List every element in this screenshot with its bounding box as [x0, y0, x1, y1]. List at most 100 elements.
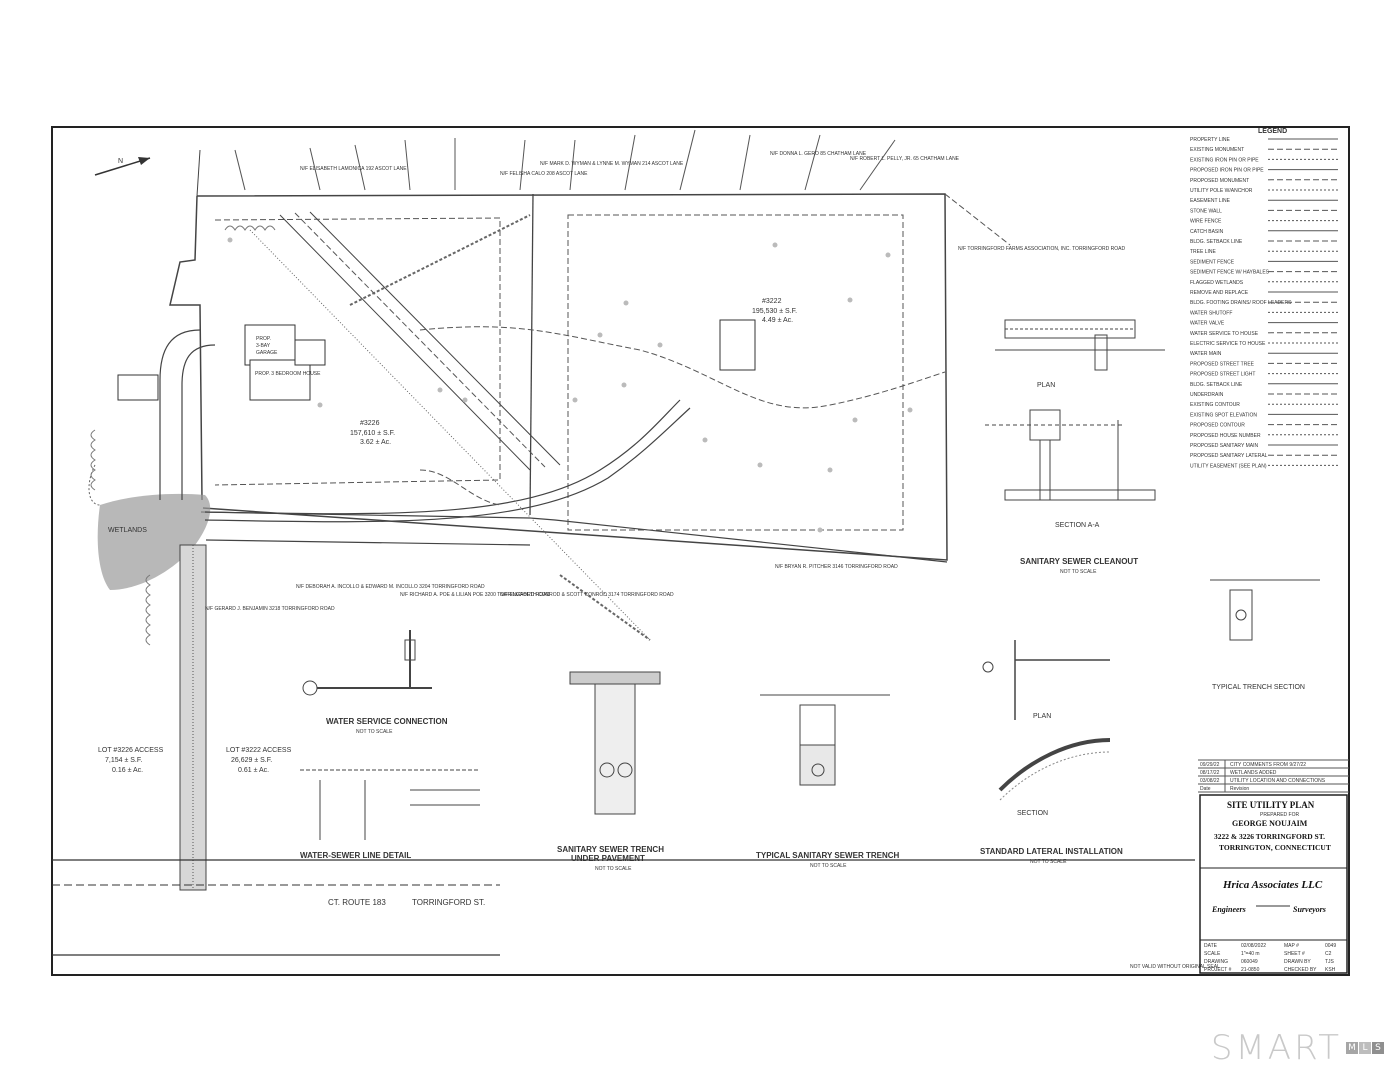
legend-item-label: FLAGGED WETLANDS [1190, 280, 1244, 286]
svg-text:Revision: Revision [1230, 786, 1249, 792]
svg-text:SANITARY SEWER CLEANOUT: SANITARY SEWER CLEANOUT [1020, 557, 1138, 566]
detail-water-sewer-line: WATER-SEWER LINE DETAIL [300, 769, 480, 860]
svg-text:CT. ROUTE 183: CT. ROUTE 183 [328, 898, 386, 907]
svg-text:N/F FELISHA CALO 208 ASCOT LAN: N/F FELISHA CALO 208 ASCOT LANE [500, 171, 588, 177]
svg-text:1"=40 m: 1"=40 m [1241, 951, 1260, 957]
detail-typical-trench-section: TYPICAL TRENCH SECTION [1210, 579, 1320, 691]
lot-3222-label: #3222 195,530 ± S.F. 4.49 ± Ac. [752, 298, 797, 324]
svg-text:UTILITY LOCATION AND CONNECTIO: UTILITY LOCATION AND CONNECTIONS [1230, 778, 1326, 784]
svg-text:PLAN: PLAN [1033, 713, 1051, 720]
legend-item-label: PROPERTY LINE [1190, 137, 1230, 143]
legend-item-label: WATER SHUTOFF [1190, 310, 1232, 316]
svg-text:157,610 ± S.F.: 157,610 ± S.F. [350, 430, 395, 437]
seal-note: NOT VALID WITHOUT ORIGINAL SEAL [1130, 964, 1220, 970]
svg-text:21-0850: 21-0850 [1241, 967, 1260, 973]
legend-item-label: UTILITY EASEMENT (SEE PLAN) [1190, 463, 1267, 469]
legend-item-label: PROPOSED STREET LIGHT [1190, 372, 1255, 378]
revisions-table: 09/29/22 CITY COMMENTS FROM 9/27/22 08/1… [1198, 759, 1349, 793]
svg-text:LOT #3222 ACCESS: LOT #3222 ACCESS [226, 747, 292, 754]
watermark-box-s: S [1372, 1042, 1384, 1054]
svg-text:C2: C2 [1325, 951, 1332, 957]
svg-text:DRAWING: DRAWING [1204, 959, 1228, 965]
svg-text:#3222: #3222 [762, 298, 782, 305]
svg-text:26,629 ± S.F.: 26,629 ± S.F. [231, 757, 272, 764]
torringford-road: CT. ROUTE 183 TORRINGFORD ST. [52, 859, 1195, 956]
svg-text:N/F DONNA L. GERO 85 CHATHAM L: N/F DONNA L. GERO 85 CHATHAM LANE [770, 151, 867, 157]
svg-text:TORRINGFORD ST.: TORRINGFORD ST. [412, 898, 485, 907]
svg-text:SANITARY SEWER TRENCH: SANITARY SEWER TRENCH [557, 845, 664, 854]
svg-text:N/F ELISABETH LAMONICA 192 ASC: N/F ELISABETH LAMONICA 192 ASCOT LANE [300, 166, 407, 172]
svg-text:KSH: KSH [1325, 967, 1336, 973]
proposed-house-3226: PROP. 3-BAY GARAGE PROP. 3 BEDROOM HOUSE [244, 324, 326, 401]
svg-text:N/F ROBERT L. PELLY, JR. 65 CH: N/F ROBERT L. PELLY, JR. 65 CHATHAM LANE [850, 156, 960, 162]
legend-item-label: PROPOSED SANITARY LATERAL [1190, 453, 1268, 459]
legend-item-label: BLDG. FOOTING DRAINS/ ROOF LEADERS [1190, 300, 1292, 306]
svg-text:PROP.: PROP. [256, 336, 271, 342]
svg-text:02/08/2022: 02/08/2022 [1241, 943, 1266, 949]
legend-item-label: WATER MAIN [1190, 351, 1222, 357]
svg-text:N/F BRYAN R. PITCHER 3146 TORR: N/F BRYAN R. PITCHER 3146 TORRINGFORD RO… [775, 564, 898, 570]
svg-text:PREPARED FOR: PREPARED FOR [1260, 812, 1299, 818]
svg-text:4.49 ± Ac.: 4.49 ± Ac. [762, 317, 793, 324]
svg-text:3.62 ± Ac.: 3.62 ± Ac. [360, 439, 391, 446]
svg-text:TYPICAL TRENCH SECTION: TYPICAL TRENCH SECTION [1212, 684, 1305, 691]
svg-text:08/17/22: 08/17/22 [1200, 770, 1220, 776]
lot-3222-access-label: LOT #3222 ACCESS 26,629 ± S.F. 0.61 ± Ac… [226, 747, 292, 774]
svg-text:NOT TO SCALE: NOT TO SCALE [595, 866, 632, 872]
legend-item-label: SEDIMENT FENCE [1190, 259, 1235, 265]
svg-text:LEGEND: LEGEND [1258, 128, 1287, 135]
legend-item-label: BLDG. SETBACK LINE [1190, 239, 1243, 245]
svg-text:CITY COMMENTS FROM 9/27/22: CITY COMMENTS FROM 9/27/22 [1230, 762, 1306, 768]
existing-contour [419, 326, 946, 409]
svg-text:03/08/22: 03/08/22 [1200, 778, 1220, 784]
svg-text:Surveyors: Surveyors [1293, 905, 1326, 914]
svg-text:0.16 ± Ac.: 0.16 ± Ac. [112, 767, 143, 774]
watermark-text: SMART [1210, 1028, 1342, 1068]
svg-text:WETLANDS ADDED: WETLANDS ADDED [1230, 770, 1277, 776]
svg-text:3-BAY: 3-BAY [256, 343, 271, 349]
svg-text:TYPICAL SANITARY SEWER TRENCH: TYPICAL SANITARY SEWER TRENCH [756, 851, 899, 860]
svg-text:MAP #: MAP # [1284, 943, 1299, 949]
legend-item-label: UTILITY POLE W/ANCHOR [1190, 188, 1253, 194]
svg-text:PROP. 3 BEDROOM HOUSE: PROP. 3 BEDROOM HOUSE [255, 371, 321, 377]
stone-wall [349, 214, 531, 306]
lot-3226-access-label: LOT #3226 ACCESS 7,154 ± S.F. 0.16 ± Ac. [98, 747, 164, 774]
legend-item-label: EXISTING MONUMENT [1190, 147, 1244, 153]
legend-item-label: ELECTRIC SERVICE TO HOUSE [1190, 341, 1266, 347]
svg-text:SECTION: SECTION [1017, 810, 1048, 817]
legend-item-label: REMOVE AND REPLACE [1190, 290, 1249, 296]
svg-text:0.61 ± Ac.: 0.61 ± Ac. [238, 767, 269, 774]
svg-text:CHECKED BY: CHECKED BY [1284, 967, 1317, 973]
svg-text:TJS: TJS [1325, 959, 1335, 965]
svg-text:STANDARD LATERAL INSTALLATION: STANDARD LATERAL INSTALLATION [980, 847, 1123, 856]
svg-text:GARAGE: GARAGE [256, 350, 278, 356]
svg-text:SCALE: SCALE [1204, 951, 1221, 957]
detail-water-service-connection: WATER SERVICE CONNECTION NOT TO SCALE [302, 630, 448, 735]
wetlands-area [97, 493, 211, 590]
svg-text:Hrica Associates LLC: Hrica Associates LLC [1222, 879, 1323, 891]
wetlands-label: WETLANDS [108, 527, 147, 534]
svg-text:NOT TO SCALE: NOT TO SCALE [1060, 569, 1097, 575]
property-boundary [169, 149, 1011, 563]
north-arrow-icon: N [94, 157, 151, 176]
svg-text:WATER SERVICE CONNECTION: WATER SERVICE CONNECTION [326, 717, 448, 726]
svg-text:GEORGE NOUJAIM: GEORGE NOUJAIM [1232, 819, 1308, 828]
legend-item-label: UNDERDRAIN [1190, 392, 1224, 398]
svg-text:Engineers: Engineers [1211, 905, 1246, 914]
svg-text:NOT TO SCALE: NOT TO SCALE [1030, 859, 1067, 865]
legend-item-label: PROPOSED SANITARY MAIN [1190, 443, 1258, 449]
legend-item-label: PROPOSED IRON PIN OR PIPE [1190, 168, 1264, 174]
future-house-3222 [719, 319, 756, 371]
svg-text:7,154 ± S.F.: 7,154 ± S.F. [105, 757, 142, 764]
access-driveway [159, 329, 691, 891]
svg-text:N/F MARK D. WYMAN & LYNNE M. W: N/F MARK D. WYMAN & LYNNE M. WYMAN 214 A… [540, 161, 684, 167]
watermark-box-l: L [1359, 1042, 1371, 1054]
legend-item-label: PROPOSED HOUSE NUMBER [1190, 433, 1261, 439]
smart-mls-watermark: SMART M L S [1211, 1028, 1384, 1068]
svg-text:PLAN: PLAN [1037, 382, 1055, 389]
legend-item-label: WATER SERVICE TO HOUSE [1190, 331, 1259, 337]
trees [227, 237, 913, 533]
svg-text:N/F TORRINGFORD FARMS ASSOCIAT: N/F TORRINGFORD FARMS ASSOCIATION, INC. … [958, 246, 1125, 252]
legend-item-label: PROPOSED STREET TREE [1190, 361, 1255, 367]
